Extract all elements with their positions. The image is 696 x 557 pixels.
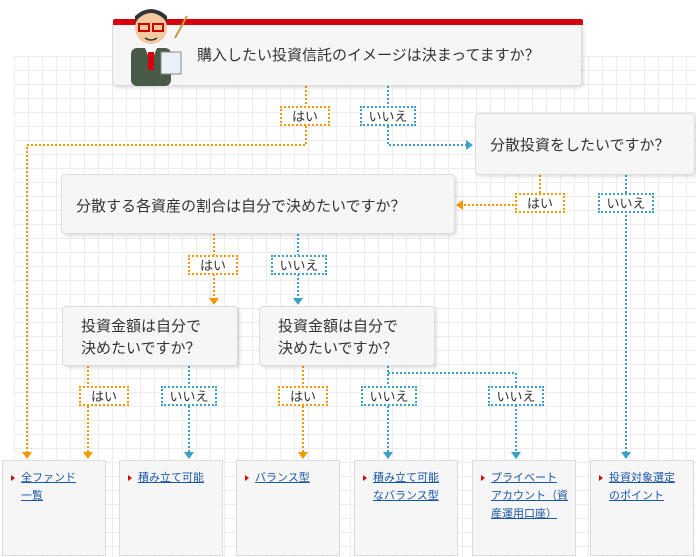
arrow-right-icon xyxy=(128,475,132,481)
arrowhead xyxy=(184,452,194,459)
label-yes: はい xyxy=(79,386,129,406)
question-kingaku-2-line1: 投資金額は自分で xyxy=(278,317,399,335)
connector-kin2-no xyxy=(387,366,517,453)
result-link[interactable]: 全ファンド 一覧 xyxy=(21,469,99,505)
question-main: 購入したい投資信託のイメージは決まってますか？ xyxy=(112,9,583,86)
question-wariai-text: 分散する各資産の割合は自分で決めたいですか？ xyxy=(76,197,406,215)
question-wariai: 分散する各資産の割合は自分で決めたいですか？ xyxy=(61,174,455,234)
left-whitespace xyxy=(0,0,14,557)
arrowhead xyxy=(511,452,521,459)
arrowhead xyxy=(466,140,473,150)
result-link-line: プライベート xyxy=(491,471,557,484)
label-no: いいえ xyxy=(361,386,417,406)
result-link-line: 産運用口座） xyxy=(491,507,557,520)
arrowheads xyxy=(22,140,631,459)
arrowhead xyxy=(22,452,32,459)
result-link-line: 積み立て可能 xyxy=(138,471,204,484)
result-all-funds[interactable]: 全ファンド 一覧 xyxy=(2,460,106,556)
result-selection-points[interactable]: 投資対象選定 のポイント xyxy=(590,460,694,556)
label-no: いいえ xyxy=(488,386,544,406)
arrow-right-icon xyxy=(481,475,485,481)
question-kingaku-2-line2: 決めたいですか？ xyxy=(278,339,398,357)
result-link-line: 投資対象選定 xyxy=(609,471,675,484)
result-link[interactable]: バランス型 xyxy=(255,469,333,487)
result-link-line: アカウント（資 xyxy=(491,489,568,502)
result-link-line: 積み立て可能 xyxy=(373,471,439,484)
arrow-right-icon xyxy=(599,475,603,481)
result-link-line: 全ファンド xyxy=(21,471,76,484)
label-no: いいえ xyxy=(271,255,327,275)
question-kingaku-1: 投資金額は自分で 決めたいですか？ xyxy=(62,306,238,366)
question-bunsan: 分散投資をしたいですか？ xyxy=(475,113,695,175)
result-link-line: なバランス型 xyxy=(373,489,439,502)
arrowhead xyxy=(383,452,393,459)
question-kingaku-1-line1: 投資金額は自分で xyxy=(81,317,202,335)
question-kingaku-1-line2: 決めたいですか？ xyxy=(81,339,201,357)
result-balance[interactable]: バランス型 xyxy=(236,460,340,556)
label-no: いいえ xyxy=(360,106,416,126)
question-kingaku-2: 投資金額は自分で 決めたいですか？ xyxy=(259,306,435,366)
accent-bar xyxy=(113,19,583,25)
result-link-line: バランス型 xyxy=(255,471,310,484)
label-no: いいえ xyxy=(598,193,654,213)
result-link-line: 一覧 xyxy=(21,489,43,502)
result-link[interactable]: 投資対象選定 のポイント xyxy=(609,469,687,505)
arrowhead xyxy=(293,298,303,305)
result-link[interactable]: 積み立て可能 xyxy=(138,469,216,487)
result-tsumitate-balance[interactable]: 積み立て可能 なバランス型 xyxy=(354,460,458,556)
arrow-right-icon xyxy=(245,475,249,481)
result-link[interactable]: プライベート アカウント（資 産運用口座） xyxy=(491,469,569,523)
result-private-account[interactable]: プライベート アカウント（資 産運用口座） xyxy=(472,460,576,556)
arrowhead xyxy=(456,200,463,210)
arrowhead xyxy=(298,452,308,459)
question-main-text: 購入したい投資信託のイメージは決まってますか？ xyxy=(197,46,540,64)
result-link[interactable]: 積み立て可能 なバランス型 xyxy=(373,469,451,505)
label-no: いいえ xyxy=(161,386,217,406)
result-link-line: のポイント xyxy=(609,489,664,502)
question-bunsan-text: 分散投資をしたいですか？ xyxy=(490,136,670,154)
label-yes: はい xyxy=(280,106,330,126)
label-yes: はい xyxy=(278,386,328,406)
teacher-icon xyxy=(131,9,188,86)
arrow-right-icon xyxy=(363,475,367,481)
arrowhead xyxy=(621,452,631,459)
label-yes: はい xyxy=(188,255,238,275)
result-tsumitate[interactable]: 積み立て可能 xyxy=(119,460,223,556)
arrowhead xyxy=(83,452,93,459)
label-yes: はい xyxy=(515,193,565,213)
arrow-right-icon xyxy=(11,475,15,481)
arrowhead xyxy=(209,298,219,305)
